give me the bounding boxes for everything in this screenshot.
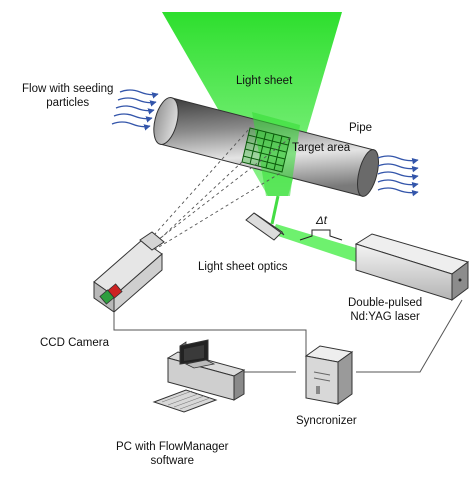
flow-arrows-right-icon [377, 155, 419, 197]
camera-view-lines [145, 127, 291, 251]
delta-t-marker [299, 229, 343, 241]
flow-arrows-icon [111, 89, 159, 131]
laser-icon [354, 233, 470, 301]
label-flow-line1: Flow with seeding [22, 83, 114, 95]
label-synchronizer: Syncronizer [296, 415, 357, 427]
label-laser-line2: Nd:YAG laser [350, 311, 420, 323]
label-pc-line2: software [150, 455, 194, 467]
label-pc: PC with FlowManager software [116, 440, 228, 468]
target-area-grid [241, 127, 291, 173]
label-light-sheet: Light sheet [236, 75, 293, 87]
label-light-sheet-optics: Light sheet optics [198, 261, 288, 273]
label-target-area: Target area [292, 142, 351, 154]
computer-icon [152, 339, 246, 413]
label-pc-line1: PC with FlowManager [116, 441, 229, 453]
label-delta-t: Δt [316, 215, 327, 227]
label-laser: Double-pulsed Nd:YAG laser [348, 296, 422, 324]
label-flow: Flow with seeding particles [22, 82, 113, 110]
synchronizer-icon [304, 345, 354, 405]
label-ccd-camera: CCD Camera [40, 337, 110, 349]
label-pipe: Pipe [349, 122, 373, 134]
label-laser-line1: Double-pulsed [348, 297, 423, 309]
laser-beam [270, 195, 356, 262]
camera-icon [93, 231, 165, 314]
light-sheet-slice [252, 112, 300, 196]
label-flow-line2: particles [46, 97, 90, 109]
lens-icon [245, 212, 285, 241]
